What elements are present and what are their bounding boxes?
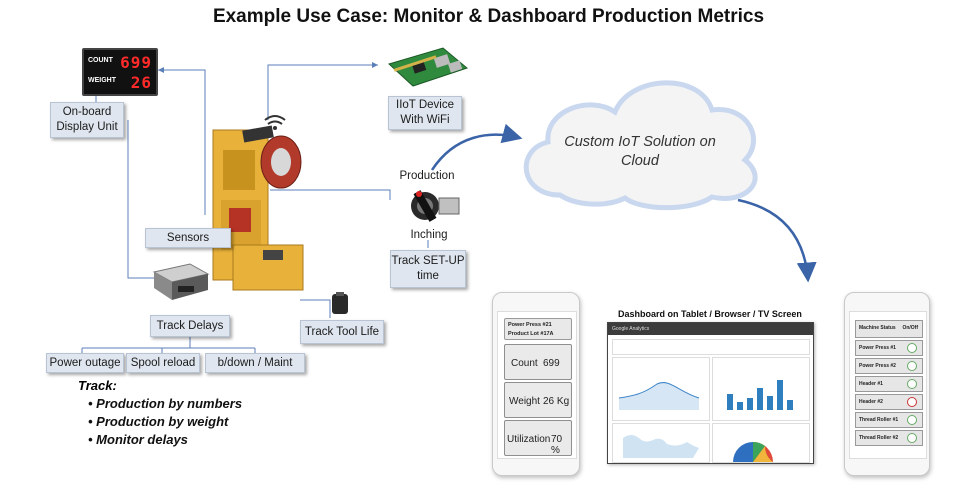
iiot-board-image [383,42,471,90]
track-setup-time-label: Track SET-UP time [390,250,466,288]
machine-row: Thread Roller #2 [855,430,923,446]
machine-name: Header #2 [859,399,883,405]
dashboard-title: Dashboard on Tablet / Browser / TV Scree… [618,309,802,319]
metric-utilization-value: 70 % [551,434,563,456]
left-phone-header-line2: Product Lot #17A [508,331,554,337]
metric-weight-value: 26 Kg [543,396,570,407]
dashboard-bar-panel [712,357,810,421]
led-weight-value: 26 [130,73,152,92]
dashboard-line-panel [612,357,710,421]
tool-image [328,292,352,316]
metric-count-value: 699 [543,358,560,369]
onboard-display-label: On-board Display Unit [50,102,124,138]
machine-name: Header #1 [859,381,883,387]
track-item-2: • Production by weight [88,414,229,429]
track-heading: Track: [78,378,117,393]
machine-row: Header #2 [855,394,923,410]
right-phone-screen: Machine Status On/Off Power Press #1 Pow… [849,311,927,459]
power-outage-label: Power outage [46,353,124,373]
left-phone: Power Press #21 Product Lot #17A Count 6… [492,292,580,476]
power-status-icon [907,343,917,353]
dashboard-pie-panel [712,423,810,463]
production-label: Production [399,170,455,182]
metric-count-label: Count [511,358,538,369]
machine-row: Thread Roller #1 [855,412,923,428]
dashboard-pie-chart [733,442,773,462]
metric-weight-label: Weight [509,396,540,407]
led-count-label: COUNT [88,57,113,64]
dashboard-app-title: Google Analytics [612,326,650,332]
dashboard-screen: Google Analytics [607,322,814,464]
led-display-unit: COUNT 699 WEIGHT 26 [82,48,158,96]
machine-row: Power Press #2 [855,358,923,374]
track-item-3: • Monitor delays [88,432,188,447]
power-status-icon [907,379,917,389]
machine-name: Power Press #1 [859,345,896,351]
cloud-label: Custom IoT Solution on Cloud [564,134,716,169]
iiot-device-label: IIoT Device With WiFi [388,96,462,130]
led-weight-label: WEIGHT [88,77,116,84]
left-phone-header-line1: Power Press #21 [508,322,552,328]
power-status-icon [907,397,917,407]
dashboard-map-panel [612,423,710,463]
metric-count: Count 699 [504,344,572,380]
metric-utilization: Utilization 70 % [504,420,572,456]
dashboard-topbar: Google Analytics [608,323,813,335]
selector-switch-image [405,186,461,228]
dashboard-filter-row [612,339,810,355]
led-count-value: 699 [120,53,152,72]
track-delays-label: Track Delays [150,315,230,337]
cloud-shape [523,80,758,211]
power-status-icon [907,433,917,443]
dashboard-bar-chart [727,380,793,410]
spool-reload-label: Spool reload [126,353,200,373]
machine-name: Power Press #2 [859,363,896,369]
machine-name: Thread Roller #2 [859,435,899,441]
inching-label: Inching [410,229,448,241]
left-phone-header: Power Press #21 Product Lot #17A [504,318,572,340]
machine-row: Header #1 [855,376,923,392]
machine-row: Power Press #1 [855,340,923,356]
dashboard-line-chart [618,382,700,410]
weighing-scale-image [150,262,212,304]
onoff-column-label: On/Off [902,325,918,331]
status-column-label: Machine Status [859,325,896,331]
machine-status-header: Machine Status On/Off [855,320,923,338]
power-status-icon [907,415,917,425]
right-phone: Machine Status On/Off Power Press #1 Pow… [844,292,930,476]
track-tool-life-label: Track Tool Life [300,320,384,344]
power-status-icon [907,361,917,371]
sensors-label: Sensors [145,228,231,248]
left-phone-screen: Power Press #21 Product Lot #17A Count 6… [497,311,577,459]
breakdown-maint-label: b/down / Maint [205,353,305,373]
power-press-machine-image [203,110,313,300]
machine-name: Thread Roller #1 [859,417,899,423]
track-item-1: • Production by numbers [88,396,243,411]
metric-weight: Weight 26 Kg [504,382,572,418]
page-title: Example Use Case: Monitor & Dashboard Pr… [212,6,765,27]
dashboard-map [623,435,699,458]
metric-utilization-label: Utilization [507,434,551,445]
